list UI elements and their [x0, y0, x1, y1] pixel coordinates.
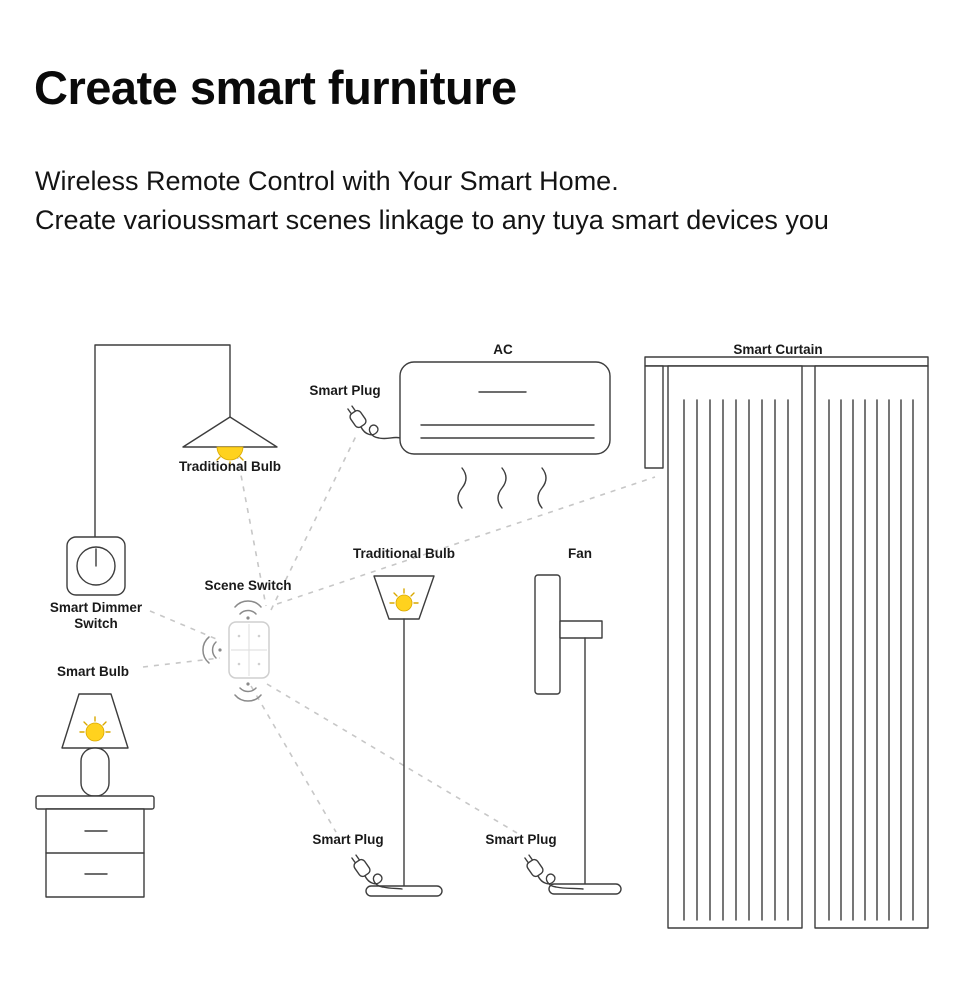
link-switch-to-curtain [276, 476, 656, 605]
smart-curtain: Smart Curtain [644, 342, 929, 929]
dimmer-label-line2: Switch [74, 616, 118, 631]
dimmer-knob [76, 546, 116, 586]
subtitle-line-1: Wireless Remote Control with Your Smart … [35, 166, 619, 196]
smart-plug-lamp-cord [364, 873, 403, 890]
connection-lines [142, 435, 656, 834]
ac-body [399, 361, 611, 455]
subtitle-line-2: Create varioussmart scenes linkage to an… [35, 205, 829, 235]
page-subtitle: Wireless Remote Control with Your Smart … [35, 162, 829, 240]
smart-plug-fan-label: Smart Plug [485, 832, 556, 847]
link-smart-bulb-to-switch [142, 657, 221, 668]
smart-curtain-label: Smart Curtain [733, 342, 822, 357]
curtain-folds-left [683, 399, 789, 921]
dimmer-label-line1: Smart Dimmer [50, 600, 143, 615]
floor-lamp-bulb-icon [395, 594, 413, 612]
pendant-lamp: Traditional Bulb [94, 344, 281, 538]
smart-bulb-label: Smart Bulb [57, 664, 129, 679]
scene-switch-label: Scene Switch [204, 578, 291, 593]
smart-dimmer-switch: Smart Dimmer Switch [50, 536, 143, 631]
nightstand [35, 795, 155, 898]
wireless-signal-icon-top [234, 600, 262, 620]
curtain-motor-bracket [644, 365, 664, 469]
curtain-panel-right [814, 365, 929, 929]
pendant-shade [182, 416, 278, 448]
curtain-folds-right [828, 399, 914, 921]
fan-head [534, 574, 561, 695]
nightstand-top [35, 795, 155, 810]
scene-switch-body [228, 621, 270, 679]
pendant-bulb-icon [216, 446, 244, 461]
scene-switch: Scene Switch [202, 578, 292, 702]
pendant-bulb-label: Traditional Bulb [179, 459, 281, 474]
wireless-signal-icon-left [202, 636, 222, 664]
fan-label: Fan [568, 546, 592, 561]
plug-icon [521, 852, 546, 879]
curtain-rail [644, 356, 929, 367]
table-lamp-body [80, 747, 110, 797]
smart-plug-fan: Smart Plug [485, 832, 584, 890]
standing-fan: Fan [534, 546, 622, 895]
smart-plug-ac-cord [360, 424, 401, 440]
smart-bulb-rays [79, 716, 111, 733]
floor-lamp-base [365, 885, 443, 897]
link-switch-to-smart-plug-fan [266, 683, 518, 834]
air-conditioner: AC [399, 342, 611, 509]
ac-airflow-waves [457, 467, 547, 509]
smart-plug-lamp-label: Smart Plug [312, 832, 383, 847]
pendant-bulb-rays [216, 456, 244, 467]
plug-icon [344, 403, 369, 430]
ac-label: AC [493, 342, 513, 357]
smart-plug-ac-label: Smart Plug [309, 383, 380, 398]
link-switch-to-smart-plug-lamp [250, 685, 337, 833]
wireless-signal-icon-bottom [234, 682, 262, 702]
pendant-wire [94, 344, 231, 538]
smart-plug-fan-cord [537, 873, 584, 890]
plug-icon [348, 852, 373, 879]
link-pendant-to-switch [236, 453, 267, 607]
floor-lamp: Traditional Bulb [353, 546, 455, 897]
link-dimmer-to-switch [149, 610, 222, 642]
floor-bulb-label: Traditional Bulb [353, 546, 455, 561]
floor-lamp-bulb-rays [389, 588, 419, 604]
smart-bulb-icon [85, 722, 105, 742]
smart-plug-ac: Smart Plug [309, 383, 401, 440]
fan-base [548, 883, 622, 895]
page-title: Create smart furniture [34, 61, 517, 114]
fan-arm [559, 620, 603, 639]
smart-bulb-lamp: Smart Bulb [35, 664, 155, 898]
curtain-panel-left [667, 365, 803, 929]
smart-plug-lamp: Smart Plug [312, 832, 403, 890]
